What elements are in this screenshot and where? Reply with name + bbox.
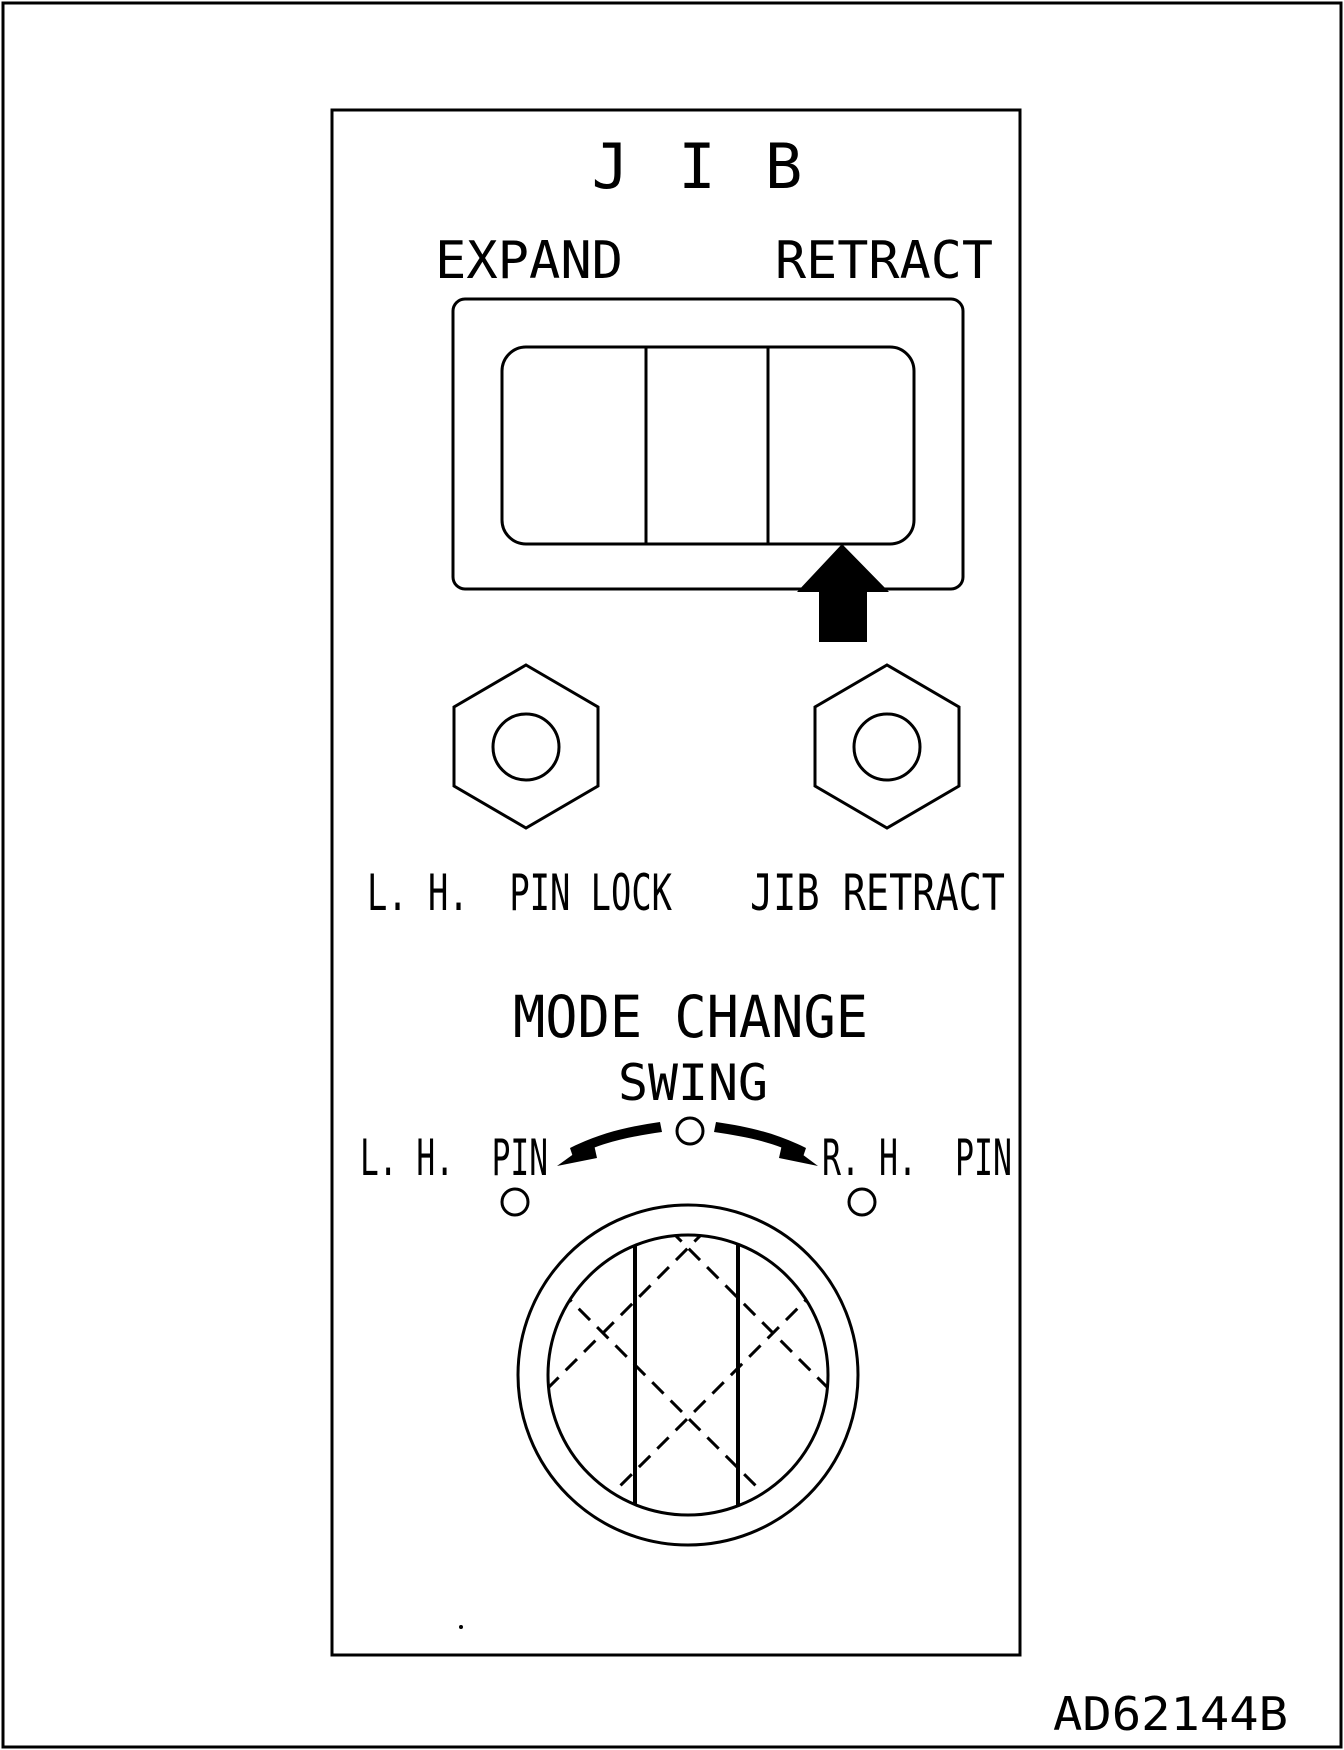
swing-label: SWING [618, 1054, 768, 1112]
panel-plate [330, 108, 1022, 1657]
pointer-arrow-icon [797, 544, 889, 642]
pin-lock-label: L. H. PIN LOCK [367, 864, 672, 922]
right-pin-label: R. H. PIN [822, 1129, 1012, 1187]
panel-title: J I B [592, 130, 809, 203]
left-pin-position-dot [500, 1187, 530, 1217]
stray-mark [459, 1625, 463, 1629]
hex-nut-icon [813, 663, 961, 830]
mode-change-title: MODE CHANGE [513, 983, 868, 1051]
swing-position-dot [675, 1116, 705, 1146]
pin-lock-indicator-lamp [452, 663, 600, 830]
jib-rocker-switch[interactable] [500, 345, 916, 546]
rocker-switch-body [500, 345, 916, 546]
knob-inner-face [546, 1233, 830, 1517]
rocker-switch-bezel [451, 297, 965, 591]
left-pin-label: L. H. PIN [360, 1129, 548, 1187]
figure-id: AD62144B [1053, 1687, 1288, 1741]
jib-retract-label: JIB RETRACT [750, 864, 1005, 922]
knob-hidden-lines [548, 1235, 828, 1515]
lamp-lens-icon [852, 712, 922, 782]
hex-nut-icon [452, 663, 600, 830]
jib-retract-indicator-lamp [813, 663, 961, 830]
arrow-to-right-pin-icon [714, 1122, 806, 1157]
retract-label: RETRACT [775, 231, 993, 291]
right-pin-position-dot [847, 1187, 877, 1217]
knob-outer-ring [516, 1203, 860, 1547]
expand-label: EXPAND [435, 231, 623, 291]
arrow-to-left-pin-head [557, 1140, 597, 1166]
lamp-lens-icon [491, 712, 561, 782]
arrow-to-right-pin-head [779, 1140, 818, 1166]
mode-change-rotary-knob[interactable] [396, 1120, 980, 1680]
arrow-to-left-pin-icon [570, 1122, 662, 1157]
